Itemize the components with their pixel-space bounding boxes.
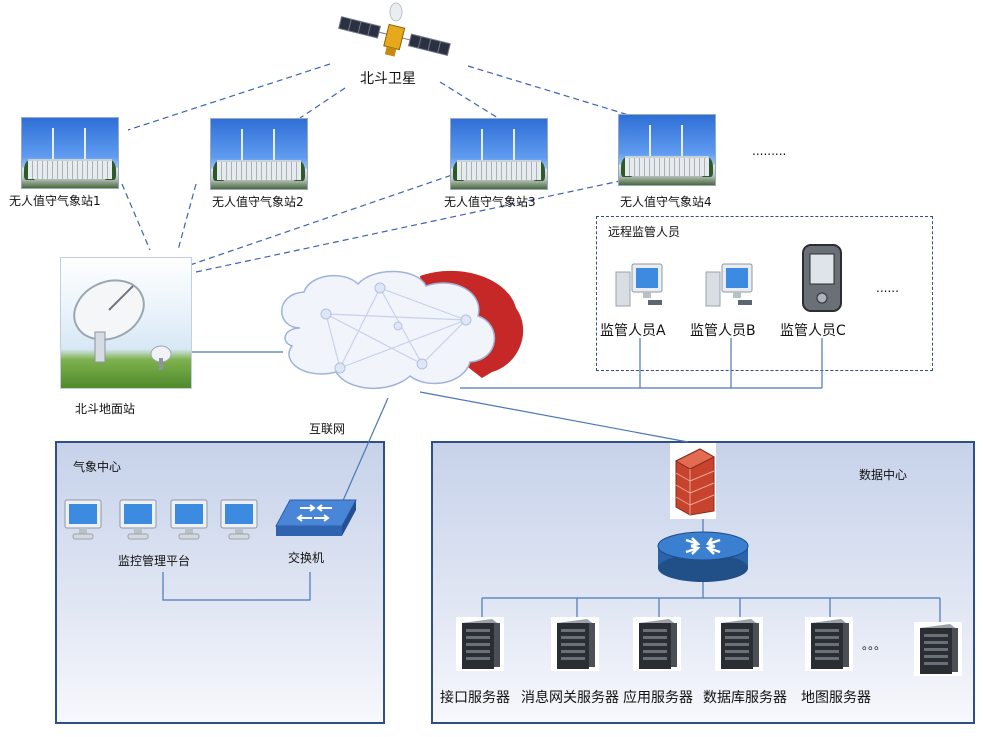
- monitor-icon: [119, 499, 157, 540]
- supervisor-c-label: 监管人员C: [780, 323, 846, 339]
- switch-label: 交换机: [288, 551, 325, 565]
- monitor-icon: [170, 499, 208, 540]
- message-gateway-server-label: 消息网关服务器: [521, 690, 619, 706]
- satellite-dish-icon: [73, 279, 172, 370]
- weather-station-3-photo: [451, 119, 547, 189]
- weather-station-3-label: 无人值守气象站3: [444, 195, 536, 209]
- server-icon: [633, 617, 681, 671]
- network-switch-icon: [275, 499, 357, 536]
- desktop-computer-icon: [705, 263, 753, 307]
- application-server-label: 应用服务器: [623, 690, 693, 706]
- satellite-label: 北斗卫星: [360, 71, 416, 87]
- more-supervisors-ellipsis: ......: [876, 281, 899, 295]
- handheld-device-icon: [802, 244, 842, 312]
- more-stations-ellipsis: .........: [752, 144, 787, 158]
- weather-center-panel: [55, 441, 385, 724]
- server-icon: [914, 622, 962, 676]
- router-icon: [657, 531, 749, 582]
- desktop-computer-icon: [615, 263, 663, 307]
- supervisor-b-label: 监管人员B: [690, 323, 756, 339]
- weather-station-1-label: 无人值守气象站1: [9, 194, 101, 208]
- database-server-label: 数据库服务器: [703, 690, 787, 706]
- server-icon: [805, 617, 853, 671]
- weather-station-4-label: 无人值守气象站4: [620, 195, 712, 209]
- ground-station-label: 北斗地面站: [75, 402, 136, 416]
- data-center-title: 数据中心: [859, 468, 908, 482]
- monitor-icon: [220, 499, 258, 540]
- firewall-icon: [670, 443, 716, 519]
- weather-station-2-label: 无人值守气象站2: [212, 195, 304, 209]
- supervisor-a-label: 监管人员A: [600, 323, 666, 339]
- monitoring-platform-label: 监控管理平台: [118, 554, 191, 568]
- weather-station-1-photo: [22, 118, 118, 188]
- ground-station-photo: [61, 258, 191, 388]
- satellite-icon: [338, 2, 451, 57]
- server-icon: [551, 617, 599, 671]
- cloud-network-icon: [281, 270, 524, 389]
- weather-center-title: 气象中心: [73, 460, 122, 474]
- weather-station-2-photo: [211, 119, 307, 189]
- interface-server-label: 接口服务器: [440, 690, 510, 706]
- remote-supervisors-box: [596, 216, 933, 371]
- monitor-icon: [64, 499, 102, 540]
- internet-label: 互联网: [309, 422, 346, 436]
- weather-station-4-photo: [619, 115, 715, 185]
- server-icon: [715, 617, 763, 671]
- remote-supervisors-title: 远程监管人员: [608, 225, 681, 239]
- server-icon: [456, 617, 504, 671]
- more-servers-ellipsis: 。。。: [862, 638, 887, 652]
- map-server-label: 地图服务器: [801, 690, 871, 706]
